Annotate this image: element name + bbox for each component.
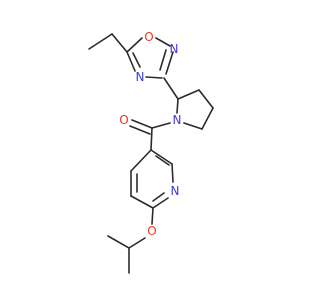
bond-pyr-c3-c4	[198, 89, 214, 109]
bond-ethyl-ch3	[88, 33, 113, 50]
bond-n-carbonyl	[151, 122, 171, 129]
bond-c5-o1	[126, 37, 143, 53]
atom-oxadiazole-o1: O	[144, 30, 153, 44]
bond-pyr-n-c2	[176, 98, 179, 114]
atom-pyrrolidine-n: N	[173, 113, 182, 127]
bond-n2-c3-double	[159, 49, 167, 71]
atom-carbonyl-o: O	[119, 113, 128, 127]
bond-c3-n4	[145, 76, 163, 79]
bond-py-c3-c2	[150, 149, 173, 165]
bond-carbonyl-o	[131, 119, 153, 129]
nitrogen-label: N	[173, 113, 182, 127]
atom-ether-o: O	[147, 224, 156, 238]
bond-n2-c3	[165, 51, 174, 75]
oxygen-label: O	[147, 224, 156, 238]
bond-n4-c5-double	[132, 52, 141, 68]
bond-py-c2-n1	[171, 163, 174, 183]
oxygen-label: O	[144, 30, 153, 44]
bond-py-n1-c6	[152, 197, 169, 209]
nitrogen-label: N	[170, 42, 179, 56]
nitrogen-label: N	[171, 184, 180, 198]
bond-o-ether-ch	[128, 237, 146, 249]
bond-py-c6-c5	[130, 195, 154, 209]
bond-o1-n2	[155, 37, 171, 47]
bond-c6-o-ether	[151, 207, 154, 225]
bond-py-n1-c6-double	[152, 192, 165, 202]
molecule-structure: O N N N O N O	[88, 30, 214, 274]
bond-ethyl-ch2	[111, 33, 128, 53]
bond-n4-c5	[126, 51, 136, 72]
atom-pyridine-n: N	[171, 184, 180, 198]
atom-oxadiazole-n2: N	[170, 42, 179, 56]
bond-pyr-c2-c3	[177, 89, 200, 100]
oxygen-label: O	[119, 113, 128, 127]
bond-pyr-c5-n	[183, 122, 203, 130]
bond-carbonyl-o-double	[129, 125, 151, 135]
bond-py-c3-c2-double	[155, 155, 170, 166]
nitrogen-label: N	[136, 70, 145, 84]
bond-pyr-c4-c5	[201, 107, 214, 130]
bond-py-c4-c3	[130, 149, 152, 172]
bond-c3-c2prime	[163, 77, 179, 100]
atom-oxadiazole-n4: N	[136, 70, 145, 84]
bond-ch-ch3-left	[107, 235, 130, 249]
bond-carbonyl-pyridine	[150, 127, 153, 151]
